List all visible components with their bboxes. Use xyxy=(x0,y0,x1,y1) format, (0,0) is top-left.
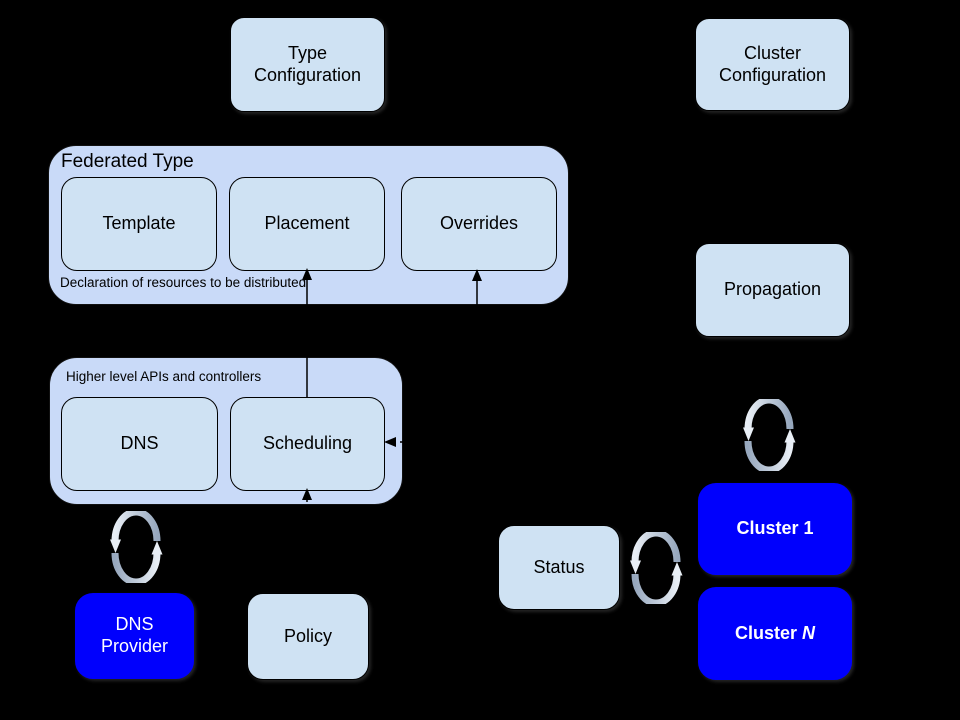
dns-label: DNS xyxy=(120,433,159,454)
cluster-n-label: Cluster N xyxy=(735,623,815,645)
placement-box: Placement xyxy=(229,177,385,271)
type-configuration-label-line1: Type xyxy=(287,42,328,63)
higher-level-apis-title: Higher level APIs and controllers xyxy=(66,369,262,384)
cluster-1-box: Cluster 1 xyxy=(698,483,852,575)
cluster-n-label-prefix: Cluster xyxy=(734,622,803,643)
status-box: Status xyxy=(498,525,620,610)
propagation-box: Propagation xyxy=(695,243,850,337)
cluster-n-label-suffix: N xyxy=(802,622,816,643)
sync-icon xyxy=(630,532,683,604)
type-configuration-box: Type Configuration xyxy=(230,17,385,112)
scheduling-label: Scheduling xyxy=(262,433,353,454)
overrides-box: Overrides xyxy=(401,177,557,271)
propagation-label: Propagation xyxy=(723,279,822,300)
sync-icon xyxy=(110,511,163,583)
type-configuration-label-line2: Configuration xyxy=(253,64,362,85)
dns-box: DNS xyxy=(61,397,218,491)
cluster-configuration-label-line2: Configuration xyxy=(718,64,827,85)
cluster-configuration-label-line1: Cluster xyxy=(743,42,801,63)
cluster-n-box: Cluster N xyxy=(698,587,852,680)
federated-type-caption: Declaration of resources to be distribut… xyxy=(60,275,307,290)
template-label: Template xyxy=(102,213,176,234)
dns-provider-box: DNS Provider xyxy=(75,593,194,679)
policy-label: Policy xyxy=(283,625,332,646)
policy-box: Policy xyxy=(247,593,369,680)
status-label: Status xyxy=(533,556,585,577)
placement-label: Placement xyxy=(264,213,350,234)
federated-type-title: Federated Type xyxy=(61,151,194,172)
scheduling-box: Scheduling xyxy=(230,397,385,491)
dns-provider-label-line2: Provider xyxy=(100,636,169,656)
template-box: Template xyxy=(61,177,217,271)
sync-icon xyxy=(743,399,796,471)
cluster-1-label: Cluster 1 xyxy=(736,518,814,539)
dns-provider-label-line1: DNS xyxy=(115,614,154,635)
overrides-label: Overrides xyxy=(439,213,519,234)
cluster-configuration-box: Cluster Configuration xyxy=(695,18,850,111)
